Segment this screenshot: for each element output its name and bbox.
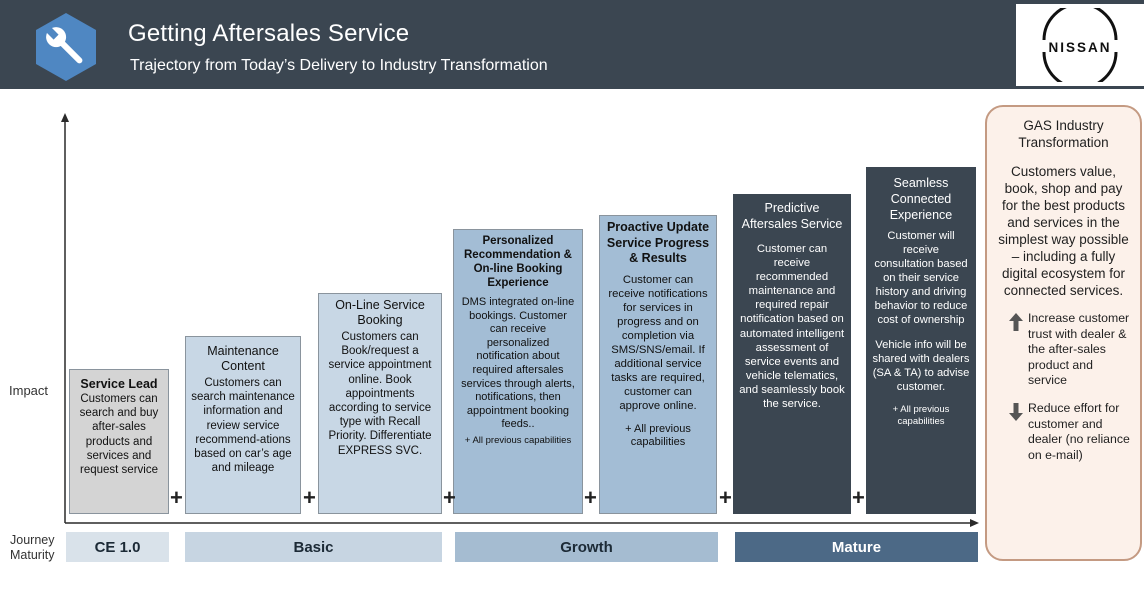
stage-ce-1-0: CE 1.0 bbox=[66, 532, 169, 562]
step-personalized-recommendation: Personalized Recommendation & On-line Bo… bbox=[453, 229, 583, 514]
gas-bullet-increase: Increase customer trust with dealer & th… bbox=[995, 311, 1132, 389]
wrench-icon bbox=[36, 13, 96, 81]
step-title: On-Line Service Booking bbox=[335, 298, 425, 327]
step-proactive-update: Proactive Update Service Progress & Resu… bbox=[599, 215, 717, 514]
step-title: Maintenance Content bbox=[207, 344, 279, 373]
step-seamless-connected: Seamless Connected Experience Customer w… bbox=[866, 167, 976, 514]
gas-transformation-box: GAS Industry Transformation Customers va… bbox=[985, 105, 1142, 561]
step-description: DMS integrated on-line bookings. Custome… bbox=[461, 296, 575, 431]
step-predictive-aftersales: Predictive Aftersales Service Customer c… bbox=[733, 194, 851, 514]
stage-basic: Basic bbox=[185, 532, 442, 562]
header-bar: Getting Aftersales Service Trajectory fr… bbox=[0, 0, 1144, 89]
step-service-lead: Service Lead Customers can search and bu… bbox=[69, 369, 169, 514]
plus-connector: + bbox=[719, 485, 732, 510]
step-title: Personalized Recommendation & On-line Bo… bbox=[464, 235, 572, 289]
arrow-up-icon bbox=[1009, 313, 1023, 331]
x-axis-label: Journey Maturity bbox=[10, 533, 55, 562]
plus-connector: + bbox=[303, 485, 316, 510]
step-maintenance-content: Maintenance Content Customers can search… bbox=[185, 336, 301, 514]
y-axis-label: Impact bbox=[9, 383, 49, 398]
step-note: + All previous capabilities bbox=[892, 404, 950, 427]
nissan-logo: NISSAN bbox=[1016, 4, 1144, 86]
svg-text:NISSAN: NISSAN bbox=[1048, 40, 1111, 55]
page-title: Getting Aftersales Service bbox=[128, 20, 410, 47]
step-description: Customers can Book/request a service app… bbox=[328, 331, 432, 457]
step-description: Customers can search maintenance informa… bbox=[191, 377, 295, 475]
step-description: Customer can receive notifications for s… bbox=[608, 273, 708, 412]
arrow-down-icon bbox=[1009, 402, 1023, 421]
gas-description: Customers value, book, shop and pay for … bbox=[998, 164, 1129, 298]
plus-connector: + bbox=[170, 485, 183, 510]
step-description: Customers can search and buy after-sales… bbox=[79, 393, 159, 477]
step-title: Proactive Update Service Progress & Resu… bbox=[606, 220, 710, 265]
plus-connector: + bbox=[852, 485, 865, 510]
plus-connector: + bbox=[443, 485, 456, 510]
step-title: Seamless Connected Experience bbox=[889, 176, 953, 222]
gas-bullet-reduce: Reduce effort for customer and dealer (n… bbox=[995, 401, 1132, 463]
step-note: + All previous capabilities bbox=[625, 422, 691, 449]
step-description: Customer will receive consultation based… bbox=[874, 230, 968, 326]
gas-title: GAS Industry Transformation bbox=[1018, 118, 1109, 150]
stage-mature: Mature bbox=[735, 532, 978, 562]
step-note: + All previous capabilities bbox=[464, 434, 572, 446]
plus-connector: + bbox=[584, 485, 597, 510]
page-subtitle: Trajectory from Today’s Delivery to Indu… bbox=[130, 57, 548, 74]
step-title: Service Lead bbox=[80, 377, 158, 391]
step-online-service-booking: On-Line Service Booking Customers can Bo… bbox=[318, 293, 442, 514]
step-description: Customer can receive recommended mainten… bbox=[739, 243, 845, 411]
step-description-2: Vehicle info will be shared with dealers… bbox=[872, 339, 970, 393]
stage-growth: Growth bbox=[455, 532, 718, 562]
step-title: Predictive Aftersales Service bbox=[741, 201, 843, 231]
